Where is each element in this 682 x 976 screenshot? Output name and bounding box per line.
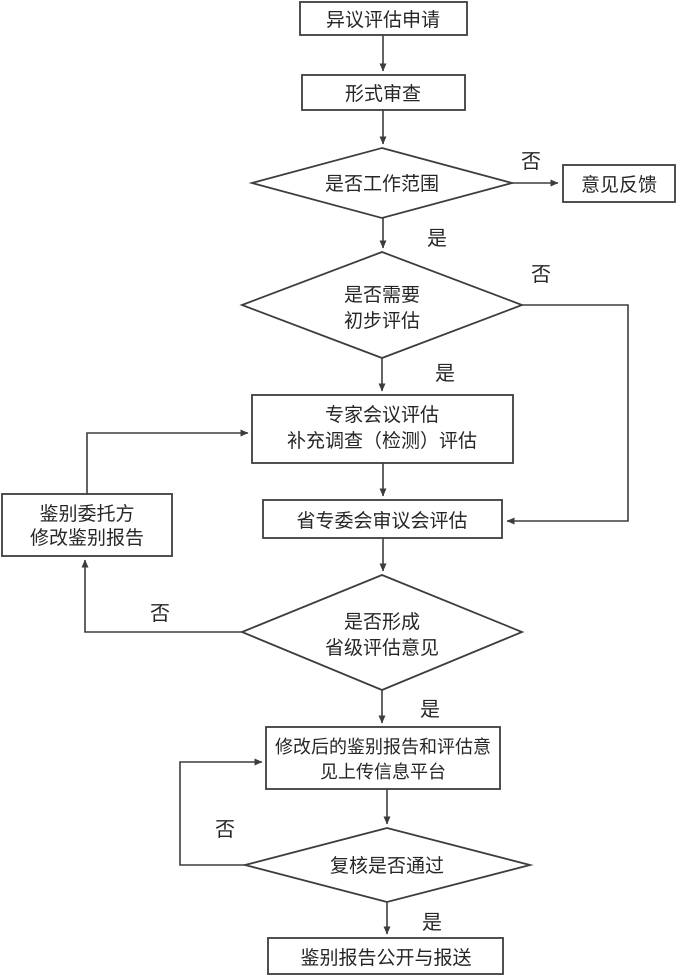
node-upload-platform-line1: 修改后的鉴别报告和评估意	[275, 737, 491, 757]
node-revise-report-line2: 修改鉴别报告	[30, 527, 144, 549]
node-publish-report: 鉴别报告公开与报送	[267, 937, 504, 975]
node-scope-decision-label: 是否工作范围	[325, 173, 439, 195]
node-opinion-decision-line1: 是否形成	[344, 611, 420, 633]
node-scope-decision: 是否工作范围	[248, 147, 516, 219]
node-provincial-review: 省专委会审议会评估	[262, 499, 503, 539]
edge-preliminary-no-to-provincial	[506, 304, 629, 525]
node-apply: 异议评估申请	[299, 1, 468, 36]
node-preliminary-decision-line2: 初步评估	[344, 310, 420, 332]
node-expert-assessment-line2: 补充调查（检测）评估	[287, 430, 477, 452]
edge-label-recheck-yes: 是	[422, 912, 442, 934]
node-formal-review-label: 形式审查	[345, 83, 421, 105]
node-expert-assessment-line1: 专家会议评估	[325, 404, 439, 426]
edge-revise-to-expert	[86, 429, 249, 494]
edge-label-preliminary-yes: 是	[435, 363, 455, 385]
edge-label-preliminary-no: 否	[531, 264, 551, 286]
node-revise-report-line1: 鉴别委托方	[39, 503, 134, 525]
edge-label-opinion-no: 否	[150, 603, 170, 625]
node-feedback-label: 意见反馈	[581, 174, 657, 196]
node-opinion-decision-line2: 省级评估意见	[325, 637, 439, 659]
node-preliminary-decision: 是否需要 初步评估	[239, 251, 525, 359]
edge-recheck-no-to-upload	[179, 758, 263, 866]
node-upload-platform-line2: 见上传信息平台	[320, 762, 446, 782]
node-opinion-decision: 是否形成 省级评估意见	[239, 574, 525, 691]
node-preliminary-decision-line1: 是否需要	[344, 285, 420, 306]
node-recheck-decision: 复核是否通过	[241, 827, 534, 903]
edge-label-scope-yes: 是	[427, 228, 447, 250]
node-formal-review: 形式审查	[301, 74, 466, 111]
node-upload-platform: 修改后的鉴别报告和评估意 见上传信息平台	[265, 726, 501, 790]
node-recheck-decision-label: 复核是否通过	[330, 855, 444, 877]
node-publish-report-label: 鉴别报告公开与报送	[300, 947, 471, 969]
node-apply-label: 异议评估申请	[326, 9, 440, 31]
node-expert-assessment: 专家会议评估 补充调查（检测）评估	[251, 394, 514, 464]
edge-label-scope-no: 否	[521, 151, 541, 173]
node-feedback: 意见反馈	[562, 164, 676, 203]
node-provincial-review-label: 省专委会审议会评估	[296, 510, 467, 532]
node-revise-report: 鉴别委托方 修改鉴别报告	[1, 493, 173, 557]
edge-label-recheck-no: 否	[215, 819, 235, 841]
edge-opinion-no-to-revise	[81, 559, 242, 633]
edge-label-opinion-yes: 是	[420, 699, 440, 721]
